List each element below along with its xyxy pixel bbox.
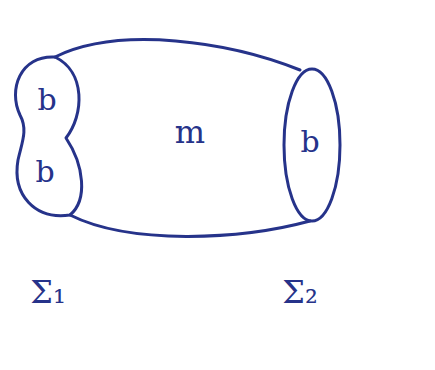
lobe-label: b xyxy=(300,127,319,157)
manifold-label: m xyxy=(175,116,205,148)
boundary-label: Σ₁ xyxy=(30,276,65,308)
boundary-sigma-1 xyxy=(15,57,81,216)
lobe-label: b xyxy=(37,85,56,115)
lower-edge xyxy=(70,215,310,236)
boundary-sigma-2 xyxy=(284,69,340,221)
boundary-label: Σ₂ xyxy=(282,276,317,308)
lobe-label: b xyxy=(35,157,54,187)
upper-edge xyxy=(55,40,300,70)
